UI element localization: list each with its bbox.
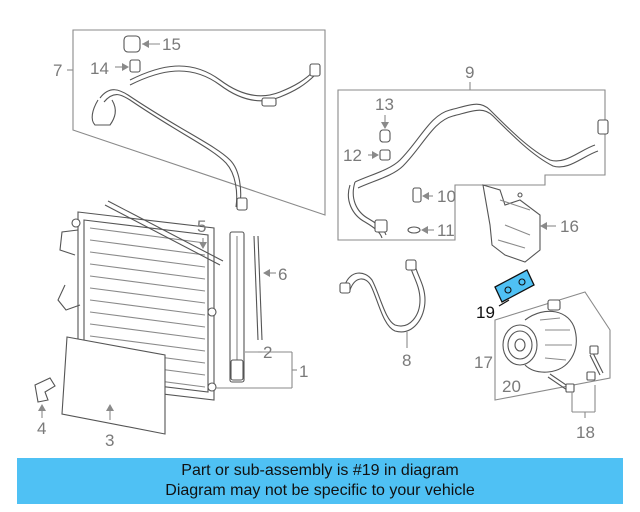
part-16-bracket[interactable] <box>482 184 556 263</box>
part-number-6: 6 <box>278 265 287 284</box>
hose-assembly-9[interactable] <box>337 89 609 241</box>
part-number-13: 13 <box>375 95 394 114</box>
banner-line-1: Part or sub-assembly is #19 in diagram <box>181 462 459 479</box>
part-number-20: 20 <box>502 377 521 396</box>
part-number-9: 9 <box>465 63 474 82</box>
part-number-4: 4 <box>37 419 46 438</box>
part-number-17: 17 <box>474 353 493 372</box>
parts-diagram: 7 14 15 9 13 12 10 11 <box>34 29 611 450</box>
part-14-valve[interactable] <box>115 59 141 73</box>
part-number-11: 11 <box>437 221 455 240</box>
part-number-5: 5 <box>197 217 206 236</box>
part-18-bolts[interactable] <box>547 345 604 418</box>
compressor-part-20[interactable] <box>494 291 611 401</box>
part-number-16: 16 <box>560 217 579 236</box>
part-2-receiver-drier[interactable] <box>229 231 292 383</box>
part-11-oring[interactable] <box>407 226 434 234</box>
info-banner: Part or sub-assembly is #19 in diagram D… <box>17 458 623 504</box>
part-5-seal-strip[interactable] <box>104 200 224 266</box>
part-4-clip[interactable] <box>34 377 56 418</box>
part-number-3: 3 <box>105 431 114 450</box>
part-number-19: 19 <box>476 303 495 322</box>
part-number-15: 15 <box>162 35 181 54</box>
part-number-14: 14 <box>90 59 109 78</box>
part-13-cap[interactable] <box>379 115 391 143</box>
part-number-2: 2 <box>263 343 272 362</box>
part-19-highlighted[interactable] <box>494 269 535 307</box>
part-10-sensor[interactable] <box>412 187 433 203</box>
part-number-18: 18 <box>576 423 595 442</box>
hose-assembly-7[interactable] <box>72 29 326 216</box>
part-number-1: 1 <box>299 362 308 381</box>
part-number-8: 8 <box>402 351 411 370</box>
part-number-10: 10 <box>437 187 456 206</box>
part-12-valve[interactable] <box>368 149 391 161</box>
banner-line-2: Diagram may not be specific to your vehi… <box>165 482 475 499</box>
part-8-hose[interactable] <box>339 259 426 348</box>
part-number-7: 7 <box>53 61 62 80</box>
part-3-panel[interactable] <box>61 336 166 435</box>
part-6-seal[interactable] <box>253 235 276 341</box>
part-number-12: 12 <box>343 146 362 165</box>
part-15-cap[interactable] <box>123 35 160 53</box>
